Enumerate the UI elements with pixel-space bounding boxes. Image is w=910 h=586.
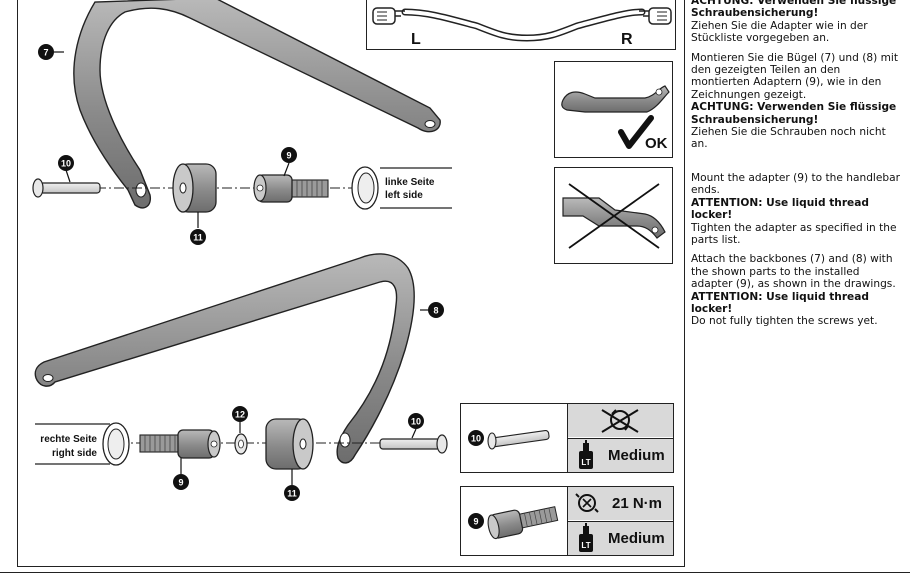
right-label: R xyxy=(621,31,633,48)
attention-en-1: ATTENTION: Use liquid thread locker! xyxy=(691,196,869,222)
svg-text:12: 12 xyxy=(235,410,245,420)
spec-row2-part-badge: 9 xyxy=(473,517,478,527)
right-side-label-de: rechte Seite xyxy=(40,434,97,445)
handlebar-top-view: L R xyxy=(366,0,676,50)
attention-de-1: ACHTUNG: Verwenden Sie flüssige Schraube… xyxy=(691,0,897,20)
callout-9-top: 9 xyxy=(281,147,297,177)
svg-text:11: 11 xyxy=(287,489,297,499)
svg-text:11: 11 xyxy=(193,233,203,243)
callout-9-bottom: 9 xyxy=(173,458,189,490)
bolt-10-thumbnail xyxy=(487,429,550,450)
checkmark-icon xyxy=(618,115,654,149)
callout-11-top: 11 xyxy=(190,212,206,245)
text-de-2: Montieren Sie die Bügel (7) und (8) mit … xyxy=(691,51,898,101)
attention-de-2: ACHTUNG: Verwenden Sie flüssige Schraube… xyxy=(691,101,897,126)
callout-10-top: 10 xyxy=(58,155,74,183)
left-label: L xyxy=(411,31,421,48)
text-en-1b: Tighten the adapter as specified in the … xyxy=(691,221,897,246)
adapter-9-bottom xyxy=(139,429,221,459)
spec-row1-part-badge: 10 xyxy=(471,434,481,444)
callout-8: 8 xyxy=(420,302,444,318)
instructions-en-block-2: Attach the backbones (7) and (8) with th… xyxy=(691,253,901,327)
no-torque-icon xyxy=(601,409,639,433)
right-side-label-en: right side xyxy=(52,448,97,459)
cross-out-icon xyxy=(568,183,660,249)
svg-text:9: 9 xyxy=(178,478,183,488)
instructions-en-block-1: Mount the adapter (9) to the handlebar e… xyxy=(691,172,901,246)
callout-7: 7 xyxy=(38,44,64,60)
callout-12: 12 xyxy=(232,406,248,433)
callout-10-bottom: 10 xyxy=(408,413,424,439)
pointing-hand-right-icon xyxy=(639,7,672,25)
spec-row2-torque-value: 21 N·m xyxy=(612,495,663,512)
bolt-10-bottom xyxy=(379,434,448,454)
incorrect-orientation-box xyxy=(554,167,673,264)
torque-wrench-icon xyxy=(575,493,599,513)
backbone-8 xyxy=(34,253,415,464)
backbone-7 xyxy=(73,0,441,209)
svg-text:10: 10 xyxy=(61,159,71,169)
adapter-9-thumbnail xyxy=(487,506,559,540)
text-en-1: Mount the adapter (9) to the handlebar e… xyxy=(691,171,900,197)
thread-locker-lt-icon: LT xyxy=(579,523,593,552)
svg-text:10: 10 xyxy=(411,417,421,427)
svg-text:8: 8 xyxy=(433,306,438,316)
left-side-label-de: linke Seite xyxy=(385,177,435,188)
spec-row1-locker-value: Medium xyxy=(608,447,665,464)
spec-row-part-10: 10 LT Medium xyxy=(460,403,674,473)
svg-text:9: 9 xyxy=(286,151,291,161)
spec-row-part-9: 9 21 N·m LT Medium xyxy=(460,486,674,556)
adapter-9-top xyxy=(253,174,329,203)
illustration-frame xyxy=(17,0,685,567)
washer-12 xyxy=(234,433,248,455)
handlebar-end-left xyxy=(351,166,452,210)
page-bottom-rule xyxy=(0,572,910,573)
correct-orientation-box: OK xyxy=(554,61,673,158)
text-en-2: Attach the backbones (7) and (8) with th… xyxy=(691,253,896,291)
ok-label: OK xyxy=(645,135,668,152)
svg-text:7: 7 xyxy=(43,48,48,58)
pointing-hand-left-icon xyxy=(372,7,405,25)
text-en-2b: Do not fully tighten the screws yet. xyxy=(691,315,878,328)
text-de-2b: Ziehen Sie die Schrauben noch nicht an. xyxy=(691,126,886,151)
spec-row2-locker-value: Medium xyxy=(608,530,665,547)
attention-en-2: ATTENTION: Use liquid thread locker! xyxy=(691,290,869,315)
spacer-11-bottom xyxy=(265,418,314,470)
callout-11-bottom: 11 xyxy=(284,469,300,501)
svg-text:LT: LT xyxy=(581,458,590,467)
bolt-10-top xyxy=(32,178,101,198)
instructions-column: ACHTUNG: Verwenden Sie flüssige Schraube… xyxy=(691,0,901,335)
instructions-de-block-2: Montieren Sie die Bügel (7) und (8) mit … xyxy=(691,52,901,151)
text-de-1: Ziehen Sie die Adapter wie in der Stückl… xyxy=(691,19,868,45)
left-side-label-en: left side xyxy=(385,190,423,201)
assembly-illustration: 7 10 11 9 8 12 10 9 11 linke Se xyxy=(32,0,452,501)
instructions-de-block-1: ACHTUNG: Verwenden Sie flüssige Schraube… xyxy=(691,0,901,45)
thread-locker-lt-icon: LT xyxy=(579,440,593,469)
spacer-11-top xyxy=(172,163,217,213)
handlebar-end-right xyxy=(35,422,130,466)
svg-text:LT: LT xyxy=(581,541,590,550)
